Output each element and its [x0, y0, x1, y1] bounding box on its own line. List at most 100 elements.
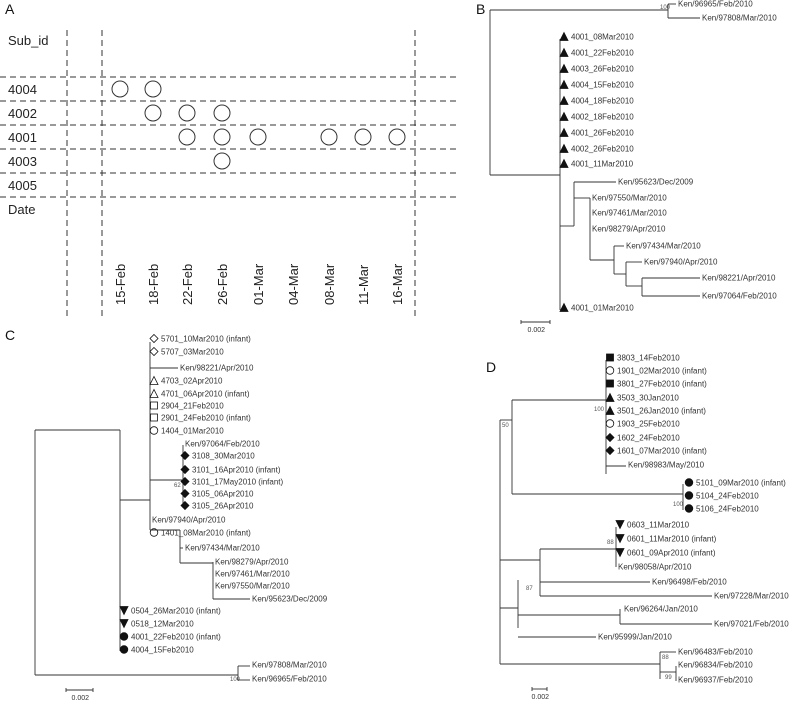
- tree-leaf-label: 0518_12Mar2010: [131, 620, 194, 629]
- tree-leaf-label: 1601_07Mar2010 (infant): [617, 447, 707, 456]
- positive-sample-circle: [111, 80, 129, 98]
- tree-leaf-label: 4004_15Feb2010: [571, 81, 634, 90]
- diamond-marker: [605, 445, 615, 456]
- tree-leaf-label: 3503_30Jan2010: [617, 394, 679, 403]
- tree-leaf-label: Ken/98221/Apr/2010: [180, 364, 254, 373]
- positive-sample-circle: [213, 104, 231, 122]
- circle-marker: [119, 645, 129, 654]
- tree-leaf-label: 2904_21Feb2010: [161, 402, 224, 411]
- diamond-marker: [180, 464, 190, 475]
- scale-bar-label: 0.002: [72, 695, 90, 702]
- bootstrap-value: 62: [174, 483, 181, 489]
- tree-leaf-label: Ken/98983/May/2010: [628, 461, 705, 470]
- tree-leaf-label: Ken/97021/Feb/2010: [714, 620, 789, 629]
- tree-leaf-label: Ken/98279/Apr/2010: [215, 558, 289, 567]
- tree-leaf-label: 4002_18Feb2010: [571, 113, 634, 122]
- diamond-marker: [180, 450, 190, 461]
- triangle-marker: [149, 388, 159, 398]
- tree-leaf-label: Ken/97461/Mar/2010: [215, 570, 290, 579]
- panel-letter-d: D: [486, 359, 496, 375]
- tree-leaf-label: Ken/96937/Feb/2010: [678, 676, 753, 685]
- bootstrap-value: 100: [230, 677, 241, 683]
- triangle-marker: [559, 302, 569, 312]
- triangle-marker: [605, 405, 615, 415]
- triangle-marker: [149, 375, 159, 385]
- tree-leaf-label: Ken/96483/Feb/2010: [678, 648, 753, 657]
- positive-sample-markers: [111, 80, 406, 170]
- phylogenetic-tree-d: 50 100 3803_14Feb2010 1901_02Mar2010 (infan…: [499, 353, 789, 701]
- tree-leaf-label: 4002_26Feb2010: [571, 145, 634, 154]
- triangle-marker: [605, 392, 615, 402]
- tree-leaf-label: Ken/97064/Feb/2010: [702, 292, 777, 301]
- bootstrap-value: 87: [526, 586, 533, 592]
- triangle-marker: [559, 47, 569, 57]
- tree-leaf-label: 1401_08Mar2010 (infant): [161, 529, 251, 538]
- diamond-marker: [180, 476, 190, 487]
- panel-letter-b: B: [476, 1, 485, 17]
- tree-leaf-label: Ken/96264/Jan/2010: [624, 605, 698, 614]
- tree-leaf-label: Ken/96965/Feb/2010: [252, 675, 327, 684]
- tree-leaf-label: 3101_17May2010 (infant): [192, 478, 284, 487]
- square-marker: [150, 401, 158, 410]
- triangle-down-marker: [615, 534, 625, 544]
- phylogenetic-tree-c: 100Ken/97808/Mar/2010Ken/96965/Feb/20105…: [34, 333, 328, 702]
- subject-label: 4002: [8, 106, 37, 121]
- circle-marker: [605, 419, 615, 428]
- bootstrap-value: 50: [502, 423, 509, 429]
- triangle-marker: [559, 95, 569, 105]
- circle-marker: [684, 491, 694, 500]
- triangle-down-marker: [615, 520, 625, 530]
- positive-sample-circle: [354, 128, 372, 146]
- triangle-marker: [559, 79, 569, 89]
- positive-sample-circle: [178, 128, 196, 146]
- tree-leaf-label: Ken/98279/Apr/2010: [592, 225, 666, 234]
- panel-letter-c: C: [5, 327, 15, 343]
- positive-sample-circle: [213, 152, 231, 170]
- square-marker: [606, 353, 614, 362]
- subject-label: 4001: [8, 130, 37, 145]
- date-label: 11-Mar: [356, 264, 371, 305]
- tree-leaf-label: 3501_26Jan2010 (infant): [617, 407, 706, 416]
- triangle-down-marker: [615, 548, 625, 558]
- square-marker: [606, 379, 614, 388]
- positive-sample-circle: [178, 104, 196, 122]
- tree-leaf-label: Ken/96834/Feb/2010: [678, 661, 753, 670]
- triangle-marker: [559, 127, 569, 137]
- subject-labels: 4004 4002 4001 4003 4005: [8, 82, 37, 193]
- tree-leaf-label: 5104_24Feb2010: [696, 492, 759, 501]
- tree-leaf-label: 3105_06Apr2010: [192, 490, 254, 499]
- tree-leaf-label: 0603_11Mar2010: [627, 521, 690, 530]
- circle-marker: [119, 632, 129, 641]
- bootstrap-value: 99: [665, 675, 672, 681]
- tree-leaf-label: 4001_11Mar2010: [571, 160, 634, 169]
- tree-leaf-label: 5707_03Mar2010: [161, 348, 224, 357]
- triangle-down-marker: [119, 606, 129, 616]
- date-label: 18-Feb: [146, 264, 161, 305]
- circle-marker: [149, 528, 159, 537]
- tree-leaf-label: 1901_02Mar2010 (infant): [617, 367, 707, 376]
- scale-bar-label: 0.002: [528, 327, 546, 334]
- triangle-marker: [559, 143, 569, 153]
- date-row-label: Date: [8, 202, 35, 217]
- tree-leaf-label: 1404_01Mar2010: [161, 427, 224, 436]
- tree-leaf-label: 4701_06Apr2010 (infant): [161, 390, 250, 399]
- date-label: 08-Mar: [322, 263, 337, 305]
- tree-leaf-label: Ken/97434/Mar/2010: [626, 242, 701, 251]
- tree-leaf-label: Ken/97228/Mar/2010: [714, 592, 789, 601]
- tree-leaf-label: Ken/97550/Mar/2010: [592, 194, 667, 203]
- tree-leaf-label: 3803_14Feb2010: [617, 354, 680, 363]
- tree-leaf-label: 4001_22Feb2010 (infant): [131, 633, 221, 642]
- bootstrap-value: 100: [660, 5, 671, 11]
- tree-leaf-label: Ken/95623/Dec/2009: [618, 178, 694, 187]
- diamond-marker: [605, 432, 615, 443]
- tree-leaf-label: 4703_02Apr2010: [161, 377, 223, 386]
- tree-leaf-label: 3105_26Apr2010: [192, 502, 254, 511]
- tree-leaf-label: 5101_09Mar2010 (infant): [696, 479, 786, 488]
- circle-marker: [684, 504, 694, 513]
- tree-leaf-label: 0504_26Mar2010 (infant): [131, 607, 221, 616]
- triangle-marker: [559, 158, 569, 168]
- sub-id-header: Sub_id: [8, 33, 48, 48]
- subject-label: 4003: [8, 154, 37, 169]
- bootstrap-value: 100: [673, 502, 684, 508]
